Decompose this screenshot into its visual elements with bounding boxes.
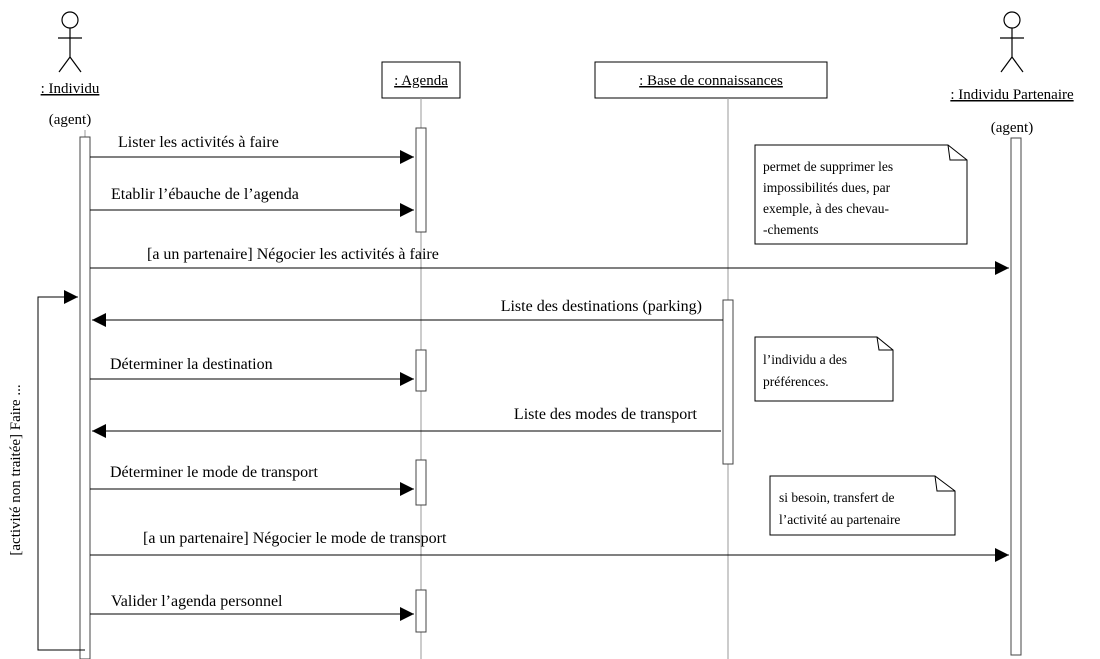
note-3: si besoin, transfert de l’activité au pa…: [769, 475, 956, 536]
stick-figure-icon: [1000, 11, 1024, 73]
note-line: l’activité au partenaire: [779, 512, 900, 527]
note-line: préférences.: [763, 374, 829, 389]
activation-agenda-2: [415, 349, 427, 392]
loop-frame: [activité non traitée] Faire ...: [8, 290, 85, 651]
actor-partenaire-role: (agent): [991, 120, 1033, 136]
message-label: [a un partenaire] Négocier le mode de tr…: [143, 530, 447, 547]
message-label: Déterminer le mode de transport: [110, 464, 318, 481]
actor-individu-role: (agent): [49, 112, 91, 128]
object-base: : Base de connaissances: [594, 61, 828, 99]
note-fold: [947, 144, 967, 161]
object-agenda-label: : Agenda: [394, 73, 448, 89]
loop-label: [activité non traitée] Faire ...: [8, 384, 24, 555]
activation-agenda-1: [415, 127, 427, 233]
object-base-box: [594, 61, 828, 99]
loop-line: [37, 290, 85, 651]
note-line: exemple, à des chevau-: [763, 201, 889, 216]
activation-bars: [79, 127, 1022, 659]
activation-partenaire: [1010, 137, 1022, 656]
note-shape: [769, 475, 956, 536]
object-agenda: : Agenda: [381, 61, 461, 99]
note-shape: [754, 336, 894, 402]
message-label: Lister les activités à faire: [118, 134, 279, 151]
note-fold: [876, 336, 893, 351]
note-line: si besoin, transfert de: [779, 490, 894, 505]
actor-partenaire-name: : Individu Partenaire: [950, 87, 1074, 103]
note-line: permet de supprimer les: [763, 159, 893, 174]
message-label: Valider l’agenda personnel: [111, 593, 283, 610]
note-fold: [934, 475, 955, 492]
note-line: impossibilités dues, par: [763, 180, 891, 195]
actor-partenaire: : Individu Partenaire (agent): [950, 11, 1074, 136]
message-labels: Lister les activités à faire Etablir l’é…: [110, 134, 702, 610]
message-label: Liste des modes de transport: [514, 406, 698, 423]
message-label: [a un partenaire] Négocier les activités…: [147, 246, 439, 263]
activation-agenda-3: [415, 459, 427, 506]
actor-individu: : Individu (agent): [41, 11, 100, 128]
messages: [90, 150, 1009, 621]
object-agenda-box: [381, 61, 461, 99]
activation-agenda-4: [415, 589, 427, 633]
note-line: l’individu a des: [763, 352, 847, 367]
activation-individu: [79, 136, 91, 659]
actor-individu-name: : Individu: [41, 81, 100, 97]
note-shape: [754, 144, 968, 245]
activation-base: [722, 299, 734, 465]
note-1: permet de supprimer les impossibilités d…: [754, 144, 968, 245]
note-2: l’individu a des préférences.: [754, 336, 894, 402]
message-label: Liste des destinations (parking): [501, 298, 702, 315]
message-label: Déterminer la destination: [110, 356, 273, 373]
message-label: Etablir l’ébauche de l’agenda: [111, 186, 299, 203]
stick-figure-icon: [58, 11, 82, 73]
object-base-label: : Base de connaissances: [639, 73, 783, 89]
note-line: -chements: [763, 222, 818, 237]
